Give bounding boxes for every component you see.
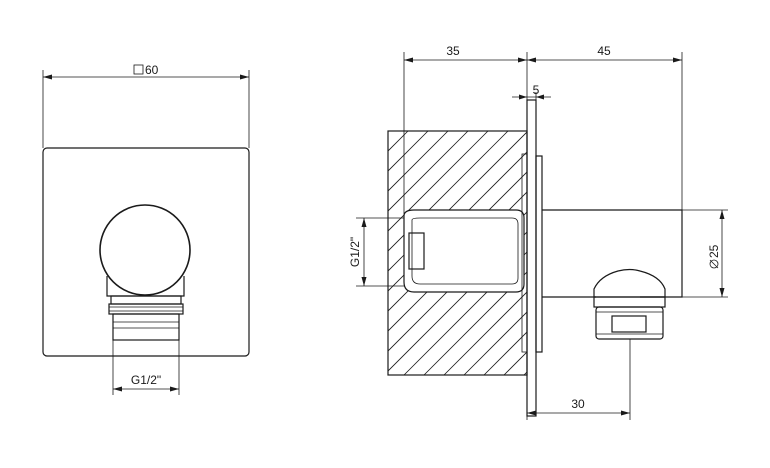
outlet-dome xyxy=(593,268,666,298)
side-thread-label: G1/2" xyxy=(348,237,362,267)
hatch-line xyxy=(483,131,527,375)
projection-label: 45 xyxy=(597,44,611,58)
outlet-thread xyxy=(611,315,647,333)
outlet-offset-dimension: 30 xyxy=(526,339,631,420)
outlet-offset-label: 30 xyxy=(571,397,585,411)
plate-dimension: 5 xyxy=(512,83,551,100)
plate-seal xyxy=(521,153,528,353)
front-outlet-circle xyxy=(99,204,191,296)
hatch-line xyxy=(388,131,489,375)
front-width-dimension: 60 xyxy=(42,63,250,148)
front-plate xyxy=(42,147,250,357)
outlet-hex xyxy=(595,306,664,340)
wall-depth-label: 35 xyxy=(446,44,460,58)
recessed-body xyxy=(403,209,525,293)
side-view: 35 45 5 xyxy=(348,44,770,420)
projection-dimension: 45 xyxy=(526,44,683,210)
outlet-nut xyxy=(593,296,666,308)
diameter-dimension: 25 xyxy=(682,209,728,298)
hatch-line xyxy=(463,131,527,375)
diameter-label: 25 xyxy=(707,244,721,258)
plate-spacer xyxy=(535,155,543,353)
front-nut-ring xyxy=(108,303,184,315)
hatch-line xyxy=(443,131,527,375)
hatch-line xyxy=(423,131,527,375)
front-nut xyxy=(110,295,182,305)
outlet-cylinder xyxy=(542,209,683,298)
front-view: 60 G1/2" xyxy=(42,63,250,395)
hatch-line xyxy=(388,131,527,375)
hatch-line xyxy=(388,131,527,375)
hatch-line xyxy=(388,131,409,375)
hatch-line xyxy=(403,131,527,375)
wall-depth-dimension: 35 xyxy=(403,44,527,216)
hatch-line xyxy=(388,131,509,375)
hatch-line xyxy=(388,131,527,375)
hatch-line xyxy=(388,131,527,375)
front-thread-dimension: G1/2" xyxy=(112,340,180,395)
hatch-line xyxy=(564,131,770,375)
wall-plate xyxy=(526,99,537,417)
front-thread-label: G1/2" xyxy=(131,373,161,387)
recessed-body-inner xyxy=(411,217,519,285)
wall-section xyxy=(388,131,770,375)
diameter-symbol-icon xyxy=(709,259,719,269)
side-thread-dimension: G1/2" xyxy=(348,217,404,287)
hatch-line xyxy=(388,131,429,375)
hatch-line xyxy=(388,131,449,375)
plate-label: 5 xyxy=(533,83,540,97)
square-symbol-icon xyxy=(133,64,144,75)
hatch-line xyxy=(388,131,469,375)
hatch-line xyxy=(388,131,527,375)
front-width-label: 60 xyxy=(145,63,159,77)
front-thread xyxy=(112,313,180,341)
recessed-body-plug xyxy=(408,232,425,270)
